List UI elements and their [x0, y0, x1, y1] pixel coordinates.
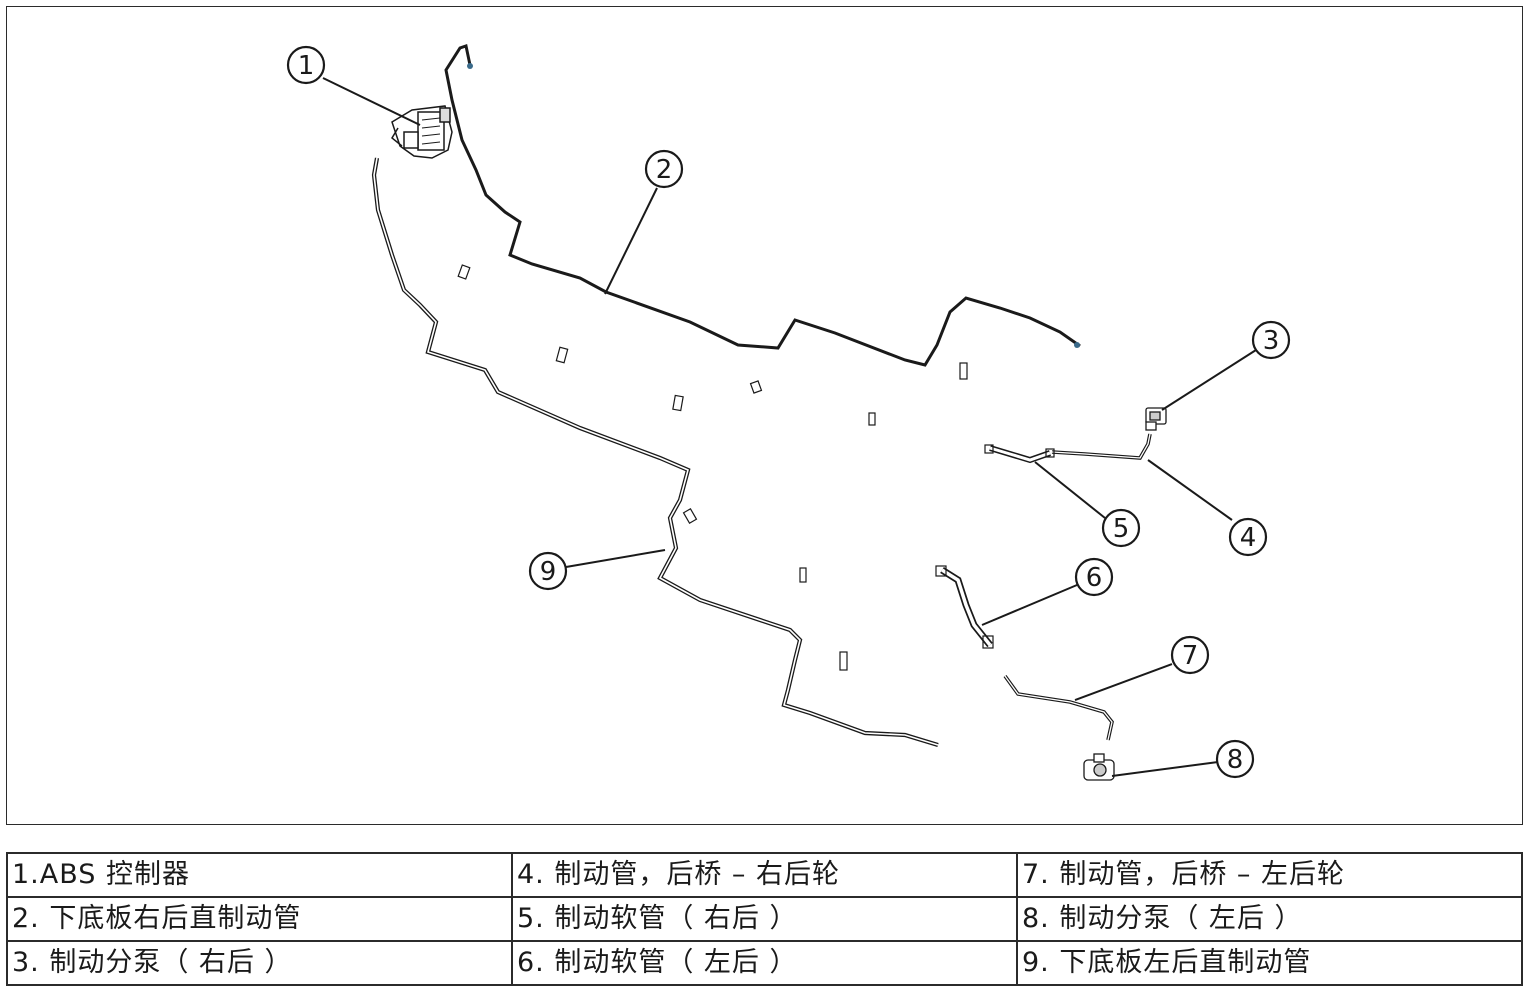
- brake-line-left-rear: [1003, 674, 1114, 741]
- legend-cell: 5. 制动软管（ 右后 ）: [511, 896, 1018, 942]
- left-rear-straight-line: [371, 157, 939, 748]
- clip-icon: [749, 380, 763, 394]
- clip-icon: [868, 412, 876, 426]
- right-rear-wheel-cylinder: [1145, 407, 1167, 431]
- clip-icon: [555, 346, 569, 364]
- mounting-clips: [457, 264, 968, 671]
- clip-icon: [672, 394, 684, 412]
- callout-circle-2: [644, 149, 684, 189]
- callout-number-9: 9: [540, 557, 557, 587]
- callout-circles: [286, 45, 1291, 779]
- legend-cell: 3. 制动分泵（ 右后 ）: [6, 940, 513, 986]
- left-rear-wheel-cylinder: [1083, 753, 1115, 781]
- leader-lines: [322, 77, 1257, 777]
- brake-hose-right-rear: [984, 444, 1055, 464]
- callout-number-7: 7: [1182, 641, 1199, 671]
- brake-line-right-rear: [1051, 433, 1152, 460]
- callout-number-8: 8: [1227, 745, 1244, 775]
- legend-cell: 6. 制动软管（ 左后 ）: [511, 940, 1018, 986]
- diagram-frame: [6, 6, 1523, 825]
- abs-controller: [391, 105, 453, 159]
- legend-cell: 8. 制动分泵（ 左后 ）: [1016, 896, 1523, 942]
- right-rear-straight-line: [444, 44, 1081, 367]
- callout-circle-8: [1215, 739, 1255, 779]
- callout-circle-5: [1101, 508, 1141, 548]
- callout-circle-7: [1170, 635, 1210, 675]
- brake-line-diagram: 1 2 3 4 5 6 7 8 9: [286, 44, 1291, 781]
- legend-row: 2. 下底板右后直制动管 5. 制动软管（ 右后 ） 8. 制动分泵（ 左后 ）: [6, 896, 1523, 942]
- legend-row: 1.ABS 控制器 4. 制动管，后桥 – 右后轮 7. 制动管，后桥 – 左后…: [6, 852, 1523, 898]
- legend-cell: 9. 下底板左后直制动管: [1016, 940, 1523, 986]
- callout-number-5: 5: [1113, 514, 1130, 544]
- legend-table: 1.ABS 控制器 4. 制动管，后桥 – 右后轮 7. 制动管，后桥 – 左后…: [6, 852, 1523, 986]
- callout-circle-9: [528, 551, 568, 591]
- legend-cell: 7. 制动管，后桥 – 左后轮: [1016, 852, 1523, 898]
- callout-number-1: 1: [298, 51, 315, 81]
- clip-icon: [959, 362, 968, 380]
- callout-circle-4: [1228, 517, 1268, 557]
- clip-icon: [457, 264, 471, 280]
- legend-cell: 2. 下底板右后直制动管: [6, 896, 513, 942]
- callout-number-6: 6: [1086, 563, 1103, 593]
- legend-cell: 1.ABS 控制器: [6, 852, 513, 898]
- callout-number-4: 4: [1240, 523, 1257, 553]
- callout-circle-6: [1074, 557, 1114, 597]
- callout-number-3: 3: [1263, 326, 1280, 356]
- clip-icon: [682, 507, 698, 525]
- brake-hose-left-rear: [935, 565, 994, 649]
- legend-cell: 4. 制动管，后桥 – 右后轮: [511, 852, 1018, 898]
- callout-numbers: 1 2 3 4 5 6 7 8 9: [298, 51, 1280, 775]
- clip-icon: [839, 651, 848, 671]
- fitting-icon: [467, 63, 473, 69]
- fitting-icon: [1074, 342, 1080, 348]
- callout-number-2: 2: [656, 155, 673, 185]
- legend-row: 3. 制动分泵（ 右后 ） 6. 制动软管（ 左后 ） 9. 下底板左后直制动管: [6, 940, 1523, 986]
- callout-circle-1: [286, 45, 326, 85]
- clip-icon: [799, 567, 807, 583]
- callout-circle-3: [1251, 320, 1291, 360]
